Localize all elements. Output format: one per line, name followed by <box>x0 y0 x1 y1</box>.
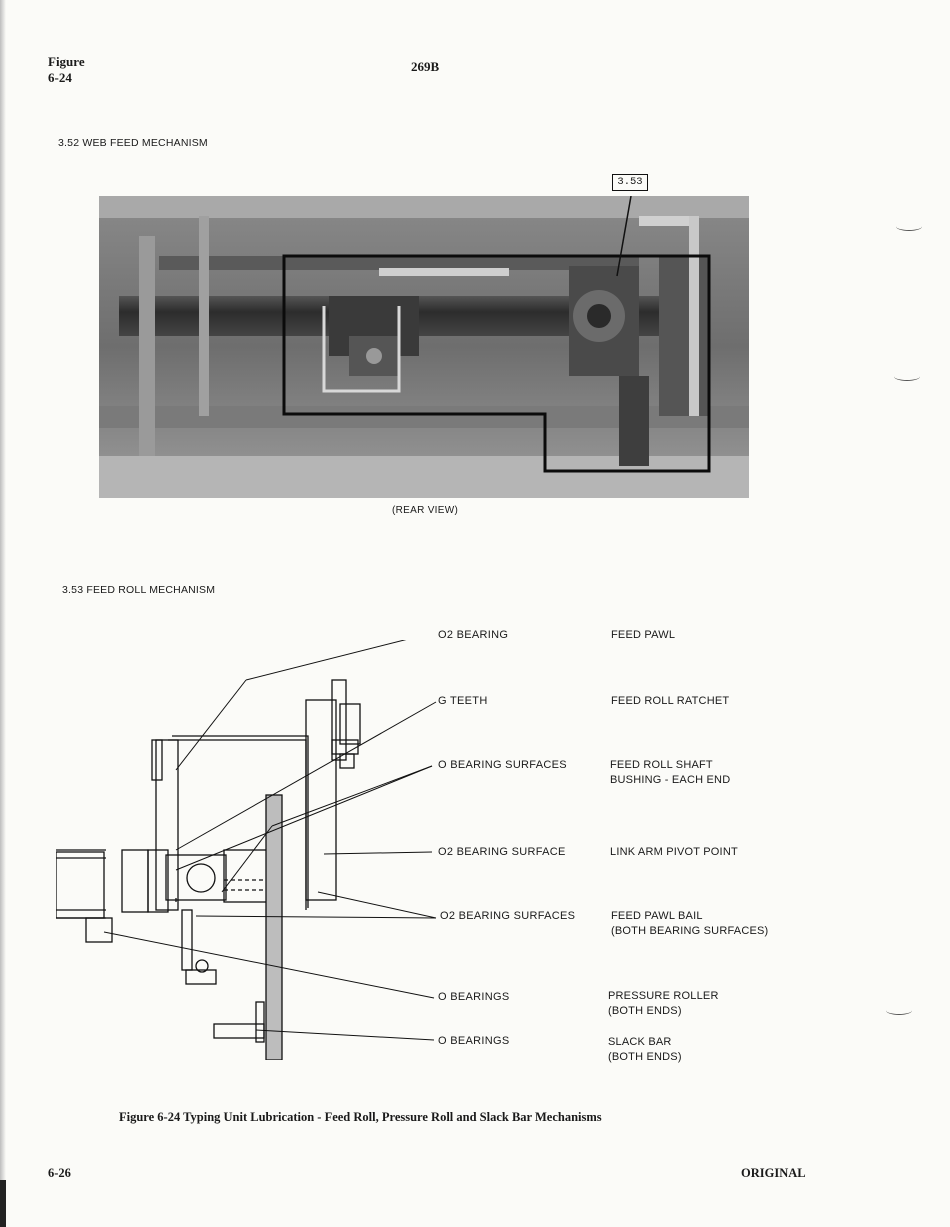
page-number: 6-26 <box>48 1166 71 1180</box>
part-name-7-line-1: SLACK BAR <box>608 1036 672 1048</box>
lubricant-spec-3: O BEARING SURFACES <box>438 759 567 771</box>
lubricant-spec-5: O2 BEARING SURFACES <box>440 910 576 922</box>
figure-label-number: 6-24 <box>48 70 72 85</box>
part-name-2: FEED ROLL RATCHET <box>611 694 729 709</box>
scan-shadow <box>0 0 6 1227</box>
part-name-1-line-1: FEED PAWL <box>611 629 676 641</box>
section-title-feed-roll: 3.53 FEED ROLL MECHANISM <box>62 584 216 596</box>
part-name-3-line-2: BUSHING - EACH END <box>610 774 731 786</box>
part-name-4-line-1: LINK ARM PIVOT POINT <box>610 846 738 858</box>
lubricant-spec-2: G TEETH <box>438 695 488 707</box>
feed-roll-mechanism-diagram <box>56 640 437 1060</box>
part-name-7: SLACK BAR (BOTH ENDS) <box>608 1035 682 1065</box>
figure-label: Figure 6-24 <box>48 54 85 86</box>
part-name-5-line-1: FEED PAWL BAIL <box>611 910 703 922</box>
scan-shadow-bottom <box>0 1180 6 1227</box>
rear-view-photo <box>99 196 749 498</box>
lubricant-spec-7: O BEARINGS <box>438 1035 510 1047</box>
edition-label: ORIGINAL <box>741 1166 806 1180</box>
part-name-3-line-1: FEED ROLL SHAFT <box>610 759 713 771</box>
part-name-4: LINK ARM PIVOT POINT <box>610 845 738 860</box>
section-title-web-feed: 3.52 WEB FEED MECHANISM <box>58 137 208 149</box>
scan-artifact <box>896 222 922 231</box>
scan-artifact <box>894 372 920 381</box>
part-name-2-line-1: FEED ROLL RATCHET <box>611 695 730 707</box>
part-name-6: PRESSURE ROLLER (BOTH ENDS) <box>608 989 719 1019</box>
lubricant-spec-6: O BEARINGS <box>438 991 510 1003</box>
document-code: 269B <box>411 59 440 74</box>
part-name-7-line-2: (BOTH ENDS) <box>608 1051 682 1063</box>
part-name-5-line-2: (BOTH BEARING SURFACES) <box>611 925 769 937</box>
view-label: (REAR VIEW) <box>392 505 459 516</box>
lubricant-spec-1: O2 BEARING <box>438 629 509 641</box>
part-name-1: FEED PAWL <box>611 628 675 643</box>
figure-label-word: Figure <box>48 54 85 69</box>
part-name-6-line-2: (BOTH ENDS) <box>608 1005 682 1017</box>
lubricant-spec-4: O2 BEARING SURFACE <box>438 846 566 858</box>
figure-callout-box: 3.53 <box>612 174 648 191</box>
part-name-3: FEED ROLL SHAFT BUSHING - EACH END <box>610 758 730 788</box>
figure-caption: Figure 6-24 Typing Unit Lubrication - Fe… <box>119 1110 602 1124</box>
scan-artifact <box>886 1006 912 1015</box>
part-name-5: FEED PAWL BAIL (BOTH BEARING SURFACES) <box>611 909 768 939</box>
part-name-6-line-1: PRESSURE ROLLER <box>608 990 719 1002</box>
